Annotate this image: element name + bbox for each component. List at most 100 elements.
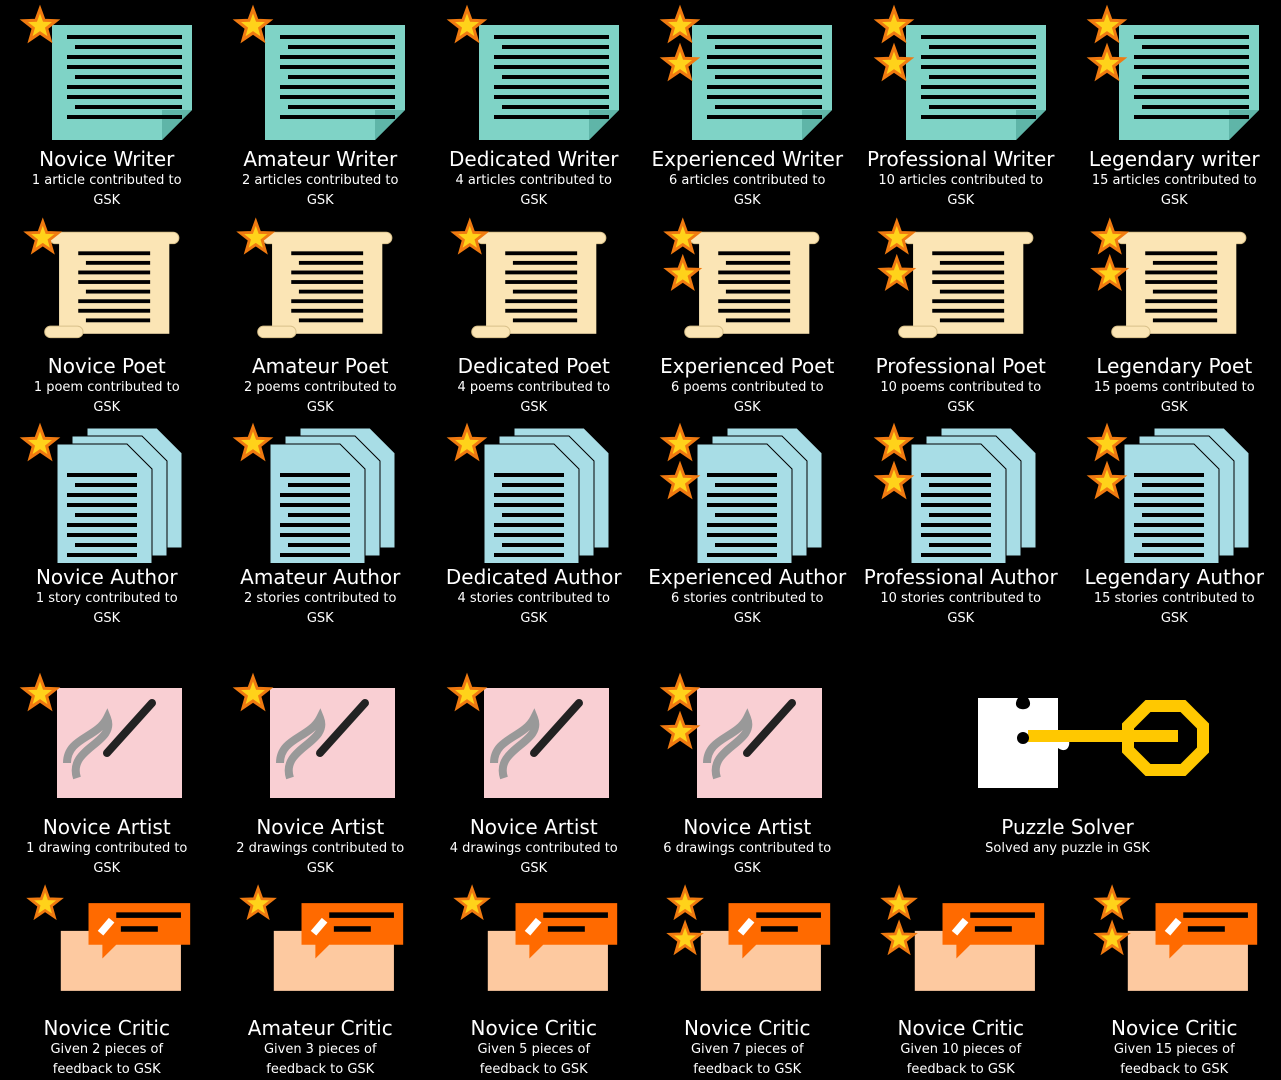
badge-doc: Professional Writer 10 articles contribu… [854, 0, 1068, 213]
badge-critic: Amateur Critic Given 3 pieces of feedbac… [214, 880, 428, 1080]
badge-title: Legendary writer [1088, 147, 1260, 171]
badge-scroll: Professional Poet 10 poems contributed t… [854, 213, 1068, 418]
badge-title: Novice Writer [39, 147, 175, 171]
badge-stack: Legendary Author 15 stories contributed … [1068, 418, 1281, 668]
critic-badge-icon [26, 884, 190, 991]
badge-description: Given 2 pieces of feedback to GSK [50, 1042, 164, 1077]
stack-badge-icon [1086, 422, 1250, 563]
badge-description: 10 stories contributed to GSK [880, 591, 1042, 626]
star-icon [1086, 422, 1128, 462]
badge-description: 4 stories contributed to GSK [457, 591, 610, 626]
star-icon [23, 217, 63, 255]
scroll-badge-icon [663, 217, 820, 339]
badge-title: Puzzle Solver [1001, 815, 1134, 839]
badge-description: 4 poems contributed to GSK [457, 380, 611, 415]
star-icon [877, 253, 917, 291]
badge-title: Professional Poet [875, 354, 1046, 378]
star-icon [232, 4, 274, 44]
art-badge-icon [232, 672, 396, 798]
star-icon [239, 884, 278, 921]
art-badge-icon [446, 672, 609, 798]
scroll-badge-icon [236, 217, 393, 339]
badge-title: Dedicated Poet [457, 354, 610, 378]
stack-badge-icon [232, 422, 396, 563]
star-icon [232, 422, 274, 462]
stack-badge-icon [873, 422, 1037, 563]
critic-badge-icon [453, 884, 617, 991]
star-icon [666, 919, 705, 956]
stack-badge-icon [19, 422, 183, 563]
star-icon [873, 460, 915, 500]
critic-badge-icon [1093, 884, 1258, 991]
badge-title: Novice Critic [43, 1016, 170, 1040]
badge-description: 2 drawings contributed to GSK [236, 841, 405, 876]
badge-title: Dedicated Author [445, 565, 622, 589]
badge-description: 4 drawings contributed to GSK [449, 841, 618, 876]
art-badge-icon [659, 672, 823, 798]
badge-critic: Novice Critic Given 5 pieces of feedback… [427, 880, 641, 1080]
badge-description: Given 3 pieces of feedback to GSK [263, 1042, 377, 1077]
badge-description: 15 poems contributed to GSK [1093, 380, 1255, 415]
badge-description: 4 articles contributed to GSK [455, 173, 612, 208]
star-icon [446, 4, 488, 44]
badge-description: 6 drawings contributed to GSK [663, 841, 832, 876]
badge-art: Novice Artist 1 drawing contributed to G… [0, 668, 214, 880]
star-icon [446, 422, 488, 462]
star-icon [232, 672, 274, 712]
star-icon [1093, 919, 1132, 956]
badge-scroll: Legendary Poet 15 poems contributed to G… [1068, 213, 1281, 418]
badge-stack: Novice Author 1 story contributed to GSK [0, 418, 214, 668]
star-icon [1093, 884, 1132, 921]
badge-doc: Amateur Writer 2 articles contributed to… [214, 0, 428, 213]
badge-title: Novice Critic [684, 1016, 811, 1040]
art-badge-icon [19, 672, 182, 798]
badge-critic: Novice Critic Given 15 pieces of feedbac… [1068, 880, 1281, 1080]
star-icon [1090, 217, 1130, 255]
badge-description: 1 story contributed to GSK [35, 591, 178, 626]
doc-badge-icon [19, 4, 192, 140]
badge-scroll: Dedicated Poet 4 poems contributed to GS… [427, 213, 641, 418]
star-icon [1086, 460, 1128, 500]
badge-description: 1 drawing contributed to GSK [26, 841, 188, 876]
badge-description: 6 stories contributed to GSK [670, 591, 824, 626]
badge-description: 15 articles contributed to GSK [1091, 173, 1257, 208]
badge-stack: Dedicated Author 4 stories contributed t… [427, 418, 641, 668]
star-icon [880, 919, 918, 956]
star-icon [1086, 42, 1128, 82]
badge-art: Novice Artist 2 drawings contributed to … [214, 668, 428, 880]
star-icon [659, 42, 701, 82]
badge-title: Novice Critic [1111, 1016, 1238, 1040]
star-icon [873, 4, 915, 44]
badge-description: 10 articles contributed to GSK [878, 173, 1044, 208]
star-icon [659, 710, 701, 750]
star-icon [880, 884, 918, 921]
badge-title: Amateur Critic [247, 1016, 393, 1040]
badge-stack: Experienced Author 6 stories contributed… [641, 418, 855, 668]
badge-description: 1 article contributed to GSK [31, 173, 182, 208]
star-icon [663, 217, 703, 255]
scroll-badge-icon [450, 217, 607, 339]
badge-description: Solved any puzzle in GSK [985, 841, 1150, 856]
star-icon [19, 4, 61, 44]
stack-badge-icon [659, 422, 823, 563]
badge-critic: Novice Critic Given 10 pieces of feedbac… [854, 880, 1068, 1080]
badge-description: Given 7 pieces of feedback to GSK [690, 1042, 804, 1077]
badge-title: Legendary Poet [1096, 354, 1253, 378]
badge-title: Experienced Writer [651, 147, 844, 171]
star-icon [446, 672, 488, 712]
star-icon [659, 422, 701, 462]
doc-badge-icon [659, 4, 833, 140]
badge-title: Professional Writer [866, 147, 1055, 171]
star-icon [26, 884, 64, 921]
critic-badge-icon [880, 884, 1044, 991]
doc-badge-icon [873, 4, 1046, 140]
star-icon [659, 460, 701, 500]
badge-critic: Novice Critic Given 7 pieces of feedback… [641, 880, 855, 1080]
badge-art: Novice Artist 4 drawings contributed to … [427, 668, 641, 880]
badge-title: Amateur Author [240, 565, 401, 589]
badge-scroll: Novice Poet 1 poem contributed to GSK [0, 213, 214, 418]
badge-title: Experienced Poet [660, 354, 835, 378]
stack-badge-icon [446, 422, 610, 563]
badge-title: Novice Poet [47, 354, 166, 378]
